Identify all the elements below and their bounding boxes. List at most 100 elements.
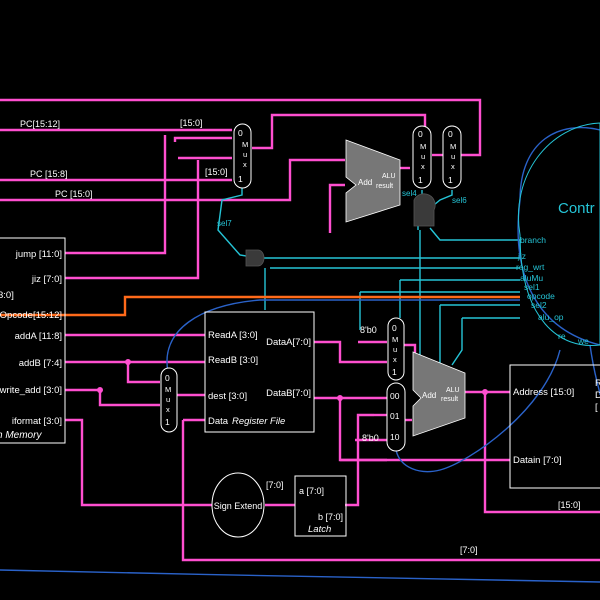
branch-mux-u: u [421,152,425,161]
register-file-box [204,311,315,433]
ctl-aluop: alu_op [538,312,564,322]
wire-mux-to-top [252,113,427,150]
wire-jump [65,135,167,255]
wire-sel7 [217,188,259,259]
alu-a-mux-in0: 0 [392,323,397,333]
pc-label-15-0: PC [15:0] [55,189,93,199]
control-outline [518,122,600,347]
control-arc-top [519,126,600,201]
jiz-mux: 0 M u x 1 [442,125,462,189]
port-iformat: iformat [3:0] [12,416,62,427]
top-mux-u: u [243,150,247,159]
const-8b0-a: 8'b0 [360,325,377,335]
ctl-sel1: sel1 [524,282,540,292]
dest-mux-x: x [166,405,170,414]
port-jump: jump [11:0] [15,249,62,260]
control-arc-bottom [517,199,600,346]
main-alu-left: Add [422,391,436,400]
jiz-mux-x: x [451,162,455,171]
jiz-mux-u: u [451,152,455,161]
dest-mux-in0: 0 [165,373,170,383]
junction-dataB [337,395,343,401]
orange-wires [0,295,520,317]
rf-dataB: DataB[7:0] [266,388,311,399]
top-mux-m: M [242,140,248,149]
sel4-label: sel4 [402,189,417,198]
ctl-re: re [558,331,566,341]
register-file-title: Register File [232,416,285,427]
wire-addB-mux [126,362,160,384]
top-adder: Add ALU result [345,139,401,223]
jiz-mux-in1: 1 [448,175,453,185]
branch-mux-m: M [420,142,426,151]
instruction-memory-title: n Memory [0,430,42,441]
control-title: Contr [558,200,595,217]
wire-add-in [328,183,345,233]
alu-b-mux: 00 01 10 [386,382,406,452]
pc-label-15-12: PC[15:12] [20,119,60,129]
dm-clip-3: [ [595,402,598,413]
top-adder-body [345,139,401,223]
rf-readB: ReadB [3:0] [208,355,258,366]
rf-readA: ReadA [3:0] [208,330,258,341]
junction-alu [482,389,488,395]
jiz-mux-m: M [450,142,456,151]
dm-address: Address [15:0] [513,387,574,398]
sel7-label: sel7 [217,219,232,228]
alu-b-mux-body [386,382,406,452]
register-file: ReadA [3:0] ReadB [3:0] dest [3:0] Data … [204,311,315,433]
ctl-sel2: sel2 [531,300,547,310]
alu-b-mux-in2: 10 [390,432,400,442]
rf-data: Data [208,416,229,427]
latch-title: Latch [308,524,331,535]
sel6-label: sel6 [452,196,467,205]
port-addA: addA [11:8] [15,331,62,342]
top-adder-right-2: result [376,183,393,190]
signext-bus-label: [7:0] [266,480,284,490]
alu-a-mux: 0 M u x 1 [387,317,405,381]
and-gate-branch [413,193,436,227]
wire-aluop-down [451,318,463,366]
dest-mux-m: M [165,385,171,394]
wire-top-loop [0,98,482,157]
sign-extend-ellipse [211,472,265,538]
wire-opcode [0,295,520,317]
rf-dest: dest [3:0] [208,391,247,402]
ctl-opcode: opcode [527,291,555,301]
port-jiz: jiz [7:0] [31,274,62,285]
main-alu-body [412,351,466,437]
data-memory-box [509,364,600,489]
branch-mux-in0: 0 [418,129,423,139]
ctl-we: we [577,336,589,346]
alu-a-mux-body [387,317,405,381]
const-8b0-b: 8'b0 [362,433,379,443]
alu-a-mux-u: u [393,345,397,354]
blue-wires [0,126,600,583]
wire-alu-down [483,392,600,514]
jiz-mux-in0: 0 [448,129,453,139]
sign-extend: Sign Extend [211,472,265,538]
branch-mux: 0 M u x 1 [412,125,432,189]
alu-a-mux-m: M [392,335,398,344]
top-mux-in0: 0 [238,128,243,138]
data-memory: Address [15:0] Datain [7:0] R D [ [509,364,600,489]
port-clip: 3:0] [0,290,14,301]
jiz-mux-body [442,125,462,189]
branch-mux-x: x [421,162,425,171]
dest-mux-in1: 1 [165,417,170,427]
alu-b-mux-in0: 00 [390,391,400,401]
dm-datain: Datain [7:0] [513,455,562,466]
ctl-regwrt: reg_wrt [516,262,545,272]
dm-clip-1: R [595,378,600,389]
junction-addB [125,359,131,365]
alu-a-mux-in1: 1 [392,367,397,377]
port-addB: addB [7:4] [19,358,62,369]
top-mux: 0 M u x 1 [233,123,252,189]
wire-dataB-down [338,398,387,462]
control-unit: Contr branch jiz reg_wrt aluMu sel1 opco… [516,122,600,347]
branch-mux-in1: 1 [418,175,423,185]
wire-pc-bus [173,136,232,142]
branch-mux-body [412,125,432,189]
wire-dataA [314,340,387,364]
